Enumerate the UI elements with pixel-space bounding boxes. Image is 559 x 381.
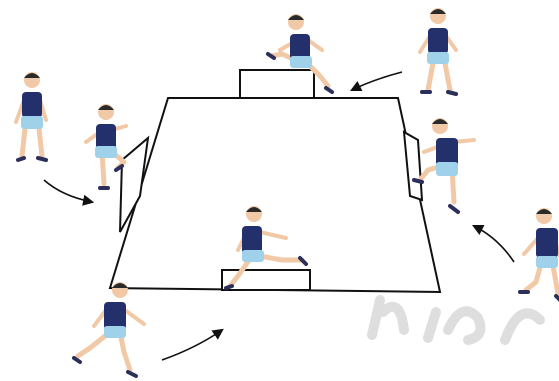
arrow-right [474, 226, 514, 262]
goal-right [404, 132, 422, 200]
arrow-top [352, 72, 402, 90]
arrow-bottom [162, 330, 222, 360]
goal-top [240, 70, 314, 98]
player-kicking-right [414, 118, 474, 212]
player-dribbling-left [86, 104, 126, 188]
player-running-bottom-left [74, 282, 144, 376]
arrow-left [44, 180, 92, 202]
player-standing-top-right [420, 8, 456, 94]
goal-left [120, 138, 148, 232]
watermark [372, 300, 540, 340]
player-standing-left [16, 72, 46, 160]
field-boundary [110, 98, 440, 292]
player-running-right-edge [520, 208, 559, 300]
